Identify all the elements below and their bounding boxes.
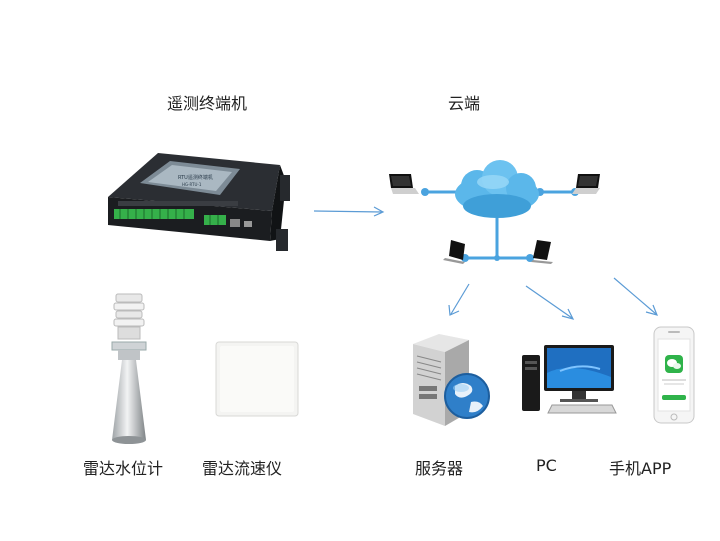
radar-flow-meter <box>214 340 300 418</box>
arrow-cloud-to-server <box>445 280 475 320</box>
laptop-icon <box>572 174 600 194</box>
rtu-device: RTU遥测终端机 HG-RTU-1 <box>100 145 300 265</box>
laptop-icon <box>389 174 419 194</box>
chat-app-icon <box>665 355 683 373</box>
rtu-label: 遥测终端机 <box>167 94 248 113</box>
arrow-cloud-to-phone <box>610 274 662 320</box>
server-icon <box>405 330 495 430</box>
server-label: 服务器 <box>415 459 464 478</box>
rtu-screen-title: RTU遥测终端机 <box>178 174 213 181</box>
phone-icon <box>652 325 696 425</box>
radar-flow-label: 雷达流速仪 <box>202 459 283 478</box>
radar-level-meter <box>100 290 160 450</box>
cloud-network <box>385 160 610 270</box>
arrow-rtu-to-cloud <box>312 204 388 218</box>
monitor-icon <box>443 240 465 264</box>
cloud-icon <box>455 160 539 218</box>
pc-label: PC <box>536 456 557 475</box>
pc-icon <box>520 343 620 415</box>
radar-level-label: 雷达水位计 <box>83 459 164 478</box>
cloud-label: 云端 <box>448 94 481 113</box>
globe-icon <box>444 373 490 419</box>
arrow-cloud-to-pc <box>522 282 578 324</box>
monitor-icon <box>531 240 553 264</box>
rtu-screen-model: HG-RTU-1 <box>182 182 202 187</box>
mobile-app-label: 手机APP <box>609 459 672 478</box>
